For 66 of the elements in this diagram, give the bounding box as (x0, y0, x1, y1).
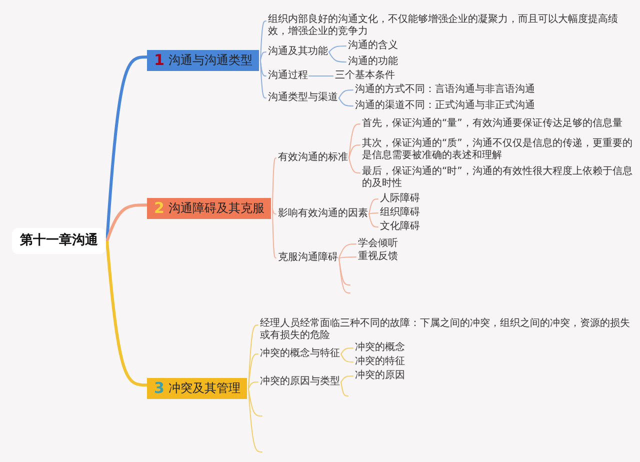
branch-line (272, 208, 276, 258)
subtopic-text: 有效沟通的标准 (278, 152, 348, 164)
branch-line (368, 212, 378, 214)
branch-line (260, 60, 266, 98)
subtopic-text: 沟通的渠道不同：正式沟通与非正式沟通 (355, 100, 535, 112)
topic-title: 冲突及其管理 (168, 381, 240, 396)
subtopic-text: 经理人员经常面临三种不同的故障：下属之间的冲突，组织之间的冲突，资源的损失或有损失的危险 (260, 318, 632, 342)
branch-line (340, 382, 348, 396)
subtopic-text: 人际障碍 (380, 193, 420, 205)
subtopic-text: 冲突的概念 (355, 342, 405, 354)
branch-line (338, 244, 356, 258)
subtopic-text: 沟通及其功能 (268, 46, 328, 58)
topic-number: 3 (154, 381, 164, 396)
subtopic-text: 沟通类型与渠道 (268, 92, 338, 104)
topic-number: 1 (154, 53, 164, 68)
branch-line (338, 90, 354, 98)
subtopic-text: 克服沟通障碍 (278, 252, 338, 264)
branch-line (272, 158, 276, 209)
branch-line (338, 98, 354, 106)
topic-title: 沟通与沟通类型 (168, 53, 252, 68)
subtopic-text: 其次，保证沟通的“质”，沟通不仅仅是信息的传递，更重要的是信息需要被准确的表述和理解 (362, 138, 634, 162)
branch-line (328, 46, 346, 52)
branch-topic (147, 50, 260, 71)
branch-line (368, 198, 378, 214)
subtopic-text: 沟通过程 (268, 70, 308, 82)
subtopic-text: 沟通的含义 (348, 40, 398, 52)
branch-line (106, 240, 148, 386)
subtopic-text: 沟通的方式不同：言语沟通与非言语沟通 (355, 84, 535, 96)
subtopic-text: 最后，保证沟通的“时”，沟通的有效性很大程度上依赖于信息的及时性 (362, 166, 634, 190)
subtopic-text: 组织内部良好的沟通文化，不仅能够增强企业的凝聚力，而且可以大幅度提高绩效，增强企业的竞争力 (268, 14, 633, 38)
subtopic-text: 首先，保证沟通的“量”，有效沟通要保证传达足够的信息量 (362, 118, 634, 130)
branch-line (340, 376, 354, 382)
branch-line (248, 354, 258, 389)
branch-line (248, 382, 258, 389)
branch-line (260, 20, 266, 61)
branch-line (338, 258, 350, 286)
branch-line (348, 144, 360, 158)
subtopic-text: 文化障碍 (380, 221, 420, 233)
subtopic-text: 冲突的特征 (355, 356, 405, 368)
branch-topic (147, 378, 248, 399)
subtopic-text: 组织障碍 (380, 207, 420, 219)
subtopic-text: 冲突的概念与特征 (260, 348, 340, 360)
branch-line (106, 204, 147, 242)
branch-topic (147, 198, 272, 219)
central-topic: 第十一章沟通 (12, 228, 106, 254)
branch-line (340, 354, 354, 362)
branch-line (272, 208, 276, 214)
subtopic-text: 重视反馈 (358, 251, 398, 263)
subtopic-text: 三个基本条件 (335, 70, 395, 82)
subtopic-text: 影响有效沟通的因素 (278, 208, 368, 220)
branch-line (338, 258, 350, 294)
branch-line (260, 52, 266, 61)
branch-line (348, 124, 360, 158)
branch-line (248, 388, 262, 452)
branch-line (340, 348, 354, 354)
subtopic-text: 冲突的原因与类型 (260, 376, 340, 388)
topic-title: 沟通障碍及其克服 (168, 201, 264, 216)
topic-number: 2 (154, 201, 164, 216)
subtopic-text: 学会倾听 (358, 238, 398, 250)
branch-line (368, 214, 378, 228)
subtopic-text: 冲突的原因 (355, 370, 405, 382)
subtopic-text: 沟通的功能 (348, 56, 398, 68)
branch-line (338, 256, 356, 258)
branch-line (248, 388, 262, 416)
branch-line (328, 52, 346, 62)
branch-line (348, 158, 360, 174)
